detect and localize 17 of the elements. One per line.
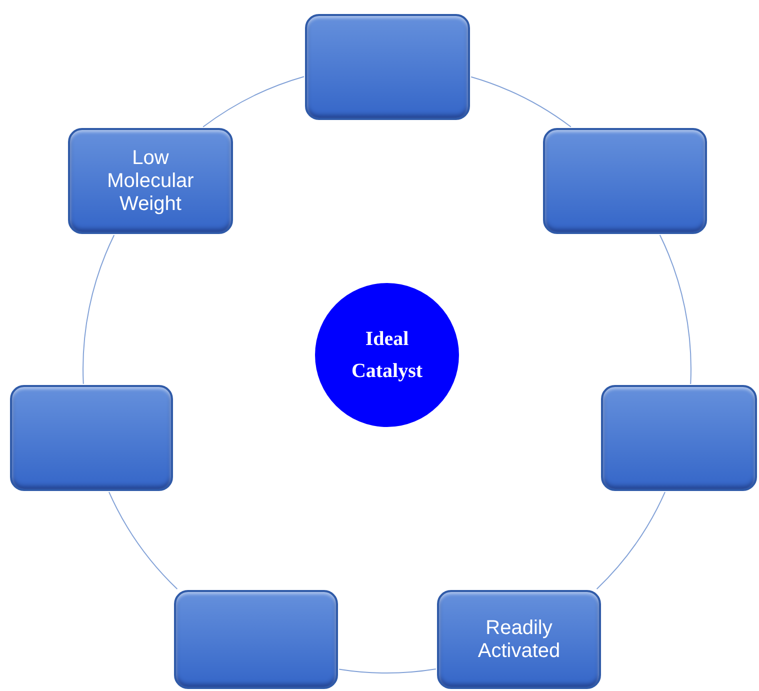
ring-connector (659, 234, 692, 384)
ring-connector (202, 76, 304, 128)
ring-connector (470, 76, 572, 128)
ring-connector (82, 234, 115, 384)
ring-connector (108, 492, 178, 590)
rounded-box (174, 590, 338, 689)
ring-connector (596, 492, 666, 590)
node-label: Readily Activated (476, 616, 562, 662)
node-label: Low Molecular Weight (106, 146, 195, 216)
ring-connector (338, 668, 436, 674)
rounded-box (68, 128, 233, 234)
rounded-box (10, 385, 173, 491)
node-label: Ideal Catalyst (350, 327, 424, 384)
rounded-box (437, 590, 601, 689)
rounded-box (305, 14, 470, 120)
rounded-box (543, 128, 707, 234)
rounded-box (601, 385, 757, 491)
